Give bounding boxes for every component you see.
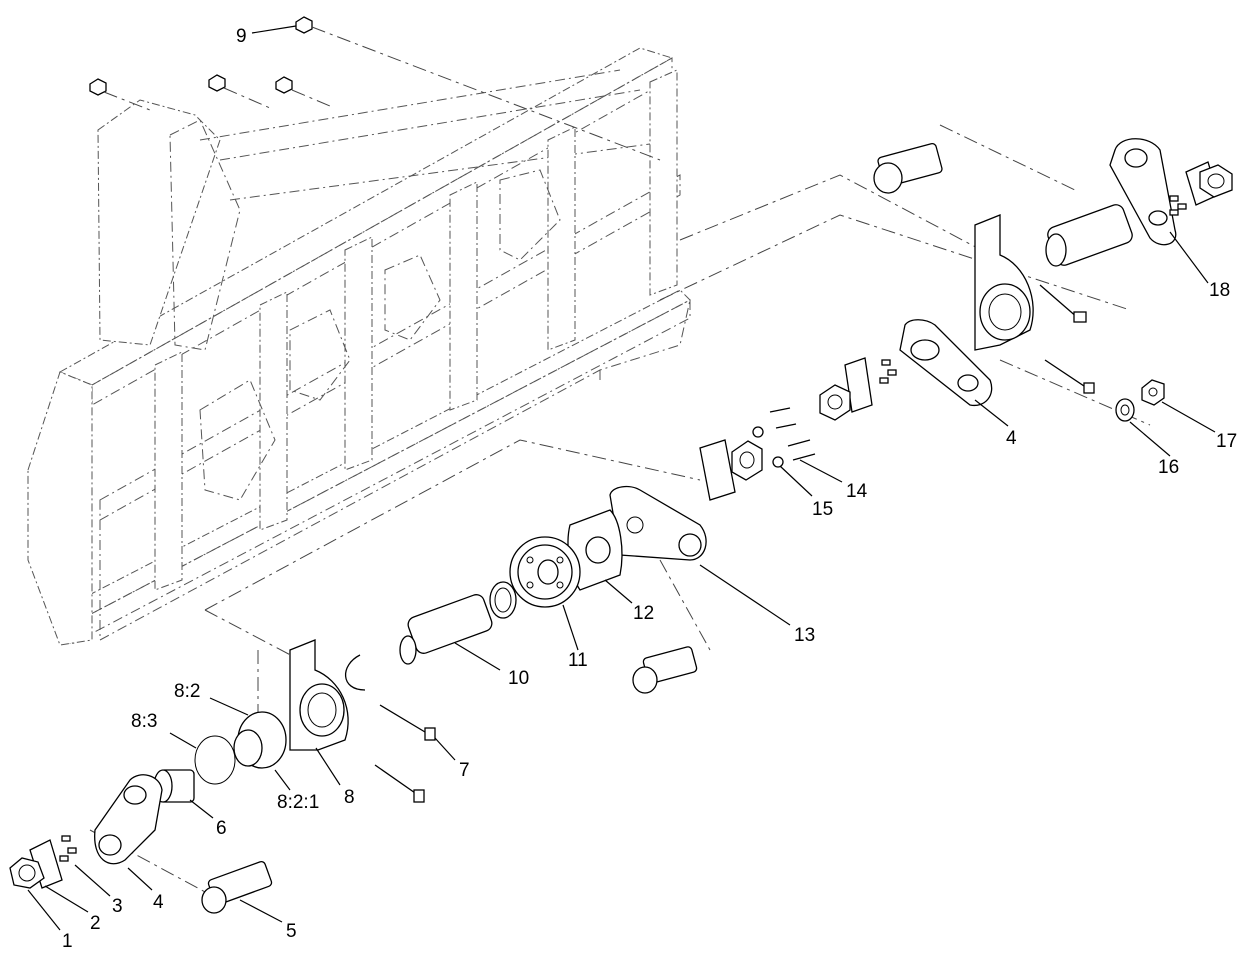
left-lower-assembly <box>9 639 436 914</box>
callout-1: 1 <box>62 931 73 952</box>
callout-8-2: 8:2 <box>174 681 200 702</box>
callout-8-3: 8:3 <box>131 711 157 732</box>
callout-15: 15 <box>812 499 833 520</box>
bearing-plate-lower <box>699 439 736 501</box>
bearing-housing-upper <box>974 214 1034 351</box>
callout-18: 18 <box>1209 280 1230 301</box>
bearing-insert-8-2 <box>233 711 287 769</box>
callout-16: 16 <box>1158 457 1179 478</box>
callout-10: 10 <box>508 668 529 689</box>
flange-nut-upper <box>1185 161 1233 206</box>
link-plate-13 <box>609 485 707 561</box>
callout-7: 7 <box>459 760 470 781</box>
flange-nut-lower <box>731 440 763 481</box>
bolts-14-15 <box>752 407 816 468</box>
callout-17: 17 <box>1216 431 1237 452</box>
pin-5 <box>201 861 273 914</box>
long-bolt-upper <box>1039 284 1087 323</box>
bolt-8-long <box>374 764 425 803</box>
small-bolts-mid <box>879 359 897 384</box>
callout-3: 3 <box>112 896 123 917</box>
shaft-10 <box>399 594 493 665</box>
callout-11: 11 <box>568 650 588 671</box>
callout-8: 8 <box>344 787 355 808</box>
sprocket-11 <box>509 536 581 608</box>
bearing-housing-8 <box>289 639 349 751</box>
retaining-ring-upper <box>344 654 366 691</box>
bushing-ring <box>489 581 517 619</box>
center-right-assembly <box>819 319 1165 422</box>
callout-labels: 9 18 4 17 16 14 15 12 13 11 10 8:2 8:3 7… <box>62 26 1237 952</box>
flange-nut-mid <box>819 384 851 421</box>
assembly-axis-lines <box>89 26 1151 901</box>
pivot-pin-upper <box>873 142 943 194</box>
link-plate-4-left <box>94 774 163 865</box>
small-bolts-lower <box>59 835 77 862</box>
callout-4-right: 4 <box>1006 428 1017 449</box>
bushing-6 <box>153 769 195 803</box>
bolt-7 <box>379 704 436 741</box>
callout-13: 13 <box>794 625 815 646</box>
callout-12: 12 <box>633 603 654 624</box>
frame-nuts <box>89 16 313 96</box>
callout-2: 2 <box>90 913 101 934</box>
upper-right-assembly <box>873 138 1233 351</box>
boom-frame <box>27 47 691 646</box>
nut-17 <box>1141 379 1165 406</box>
sprocket-assembly <box>399 407 816 694</box>
callout-6: 6 <box>216 818 227 839</box>
snap-ring-8-3 <box>194 735 236 785</box>
callout-8-2-1: 8:2:1 <box>277 792 319 813</box>
callout-5: 5 <box>286 921 297 942</box>
callout-4-left: 4 <box>153 892 164 913</box>
callout-9: 9 <box>236 26 247 47</box>
shaft-upper <box>1045 204 1133 267</box>
callout-14: 14 <box>846 481 868 502</box>
washer-16 <box>1115 398 1135 422</box>
small-bolts-upper <box>1169 195 1187 216</box>
nut-1 <box>9 857 45 889</box>
pin-lower-mid <box>632 646 698 694</box>
leader-lines <box>27 25 1216 931</box>
long-bolt-right <box>1044 359 1095 394</box>
link-plate-4-right <box>899 319 993 407</box>
link-plate-18 <box>1109 138 1177 246</box>
